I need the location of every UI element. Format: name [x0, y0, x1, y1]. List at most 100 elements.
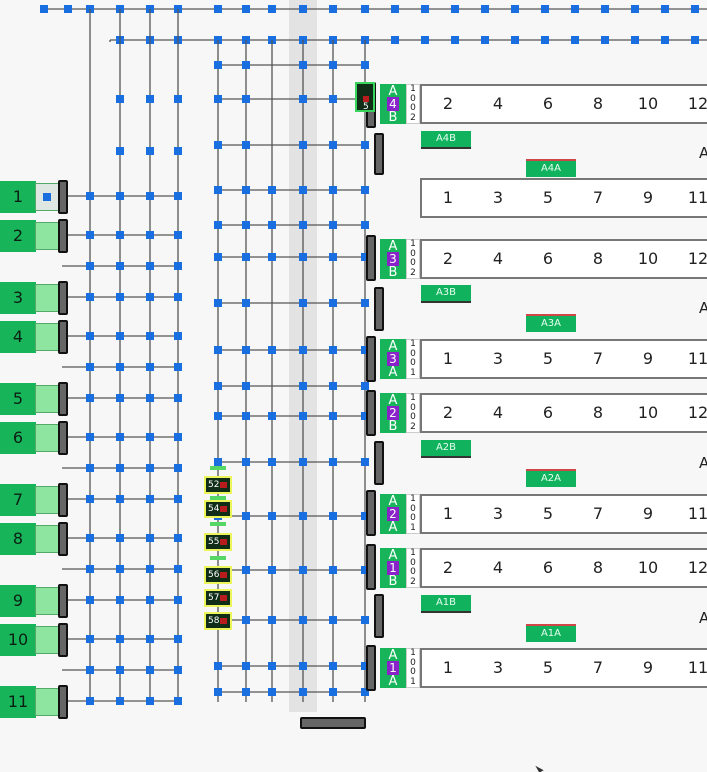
track-node[interactable]	[116, 231, 124, 239]
track-node[interactable]	[146, 394, 154, 402]
track-node[interactable]	[174, 433, 182, 441]
track-node[interactable]	[86, 495, 94, 503]
track-node[interactable]	[571, 5, 579, 13]
track-node[interactable]	[214, 253, 222, 261]
bin-56[interactable]: 56	[204, 566, 232, 584]
track-node[interactable]	[116, 332, 124, 340]
track-node[interactable]	[299, 346, 307, 354]
track-node[interactable]	[361, 566, 369, 574]
track-node[interactable]	[214, 458, 222, 466]
track-node[interactable]	[174, 147, 182, 155]
track-node[interactable]	[691, 5, 699, 13]
track-node[interactable]	[40, 5, 48, 13]
bin-58[interactable]: 58	[204, 612, 232, 630]
dock-station-6[interactable]: 6	[0, 422, 60, 454]
track-node[interactable]	[86, 596, 94, 604]
track-node[interactable]	[116, 95, 124, 103]
track-node[interactable]	[329, 253, 337, 261]
track-node[interactable]	[268, 688, 276, 696]
track-node[interactable]	[116, 192, 124, 200]
track-node[interactable]	[174, 666, 182, 674]
track-node[interactable]	[116, 635, 124, 643]
track-node[interactable]	[174, 95, 182, 103]
track-node[interactable]	[116, 147, 124, 155]
track-node[interactable]	[86, 363, 94, 371]
track-node[interactable]	[86, 666, 94, 674]
track-node[interactable]	[329, 299, 337, 307]
track-node[interactable]	[174, 231, 182, 239]
track-node[interactable]	[511, 5, 519, 13]
track-node[interactable]	[299, 95, 307, 103]
track-node[interactable]	[174, 332, 182, 340]
track-node[interactable]	[242, 688, 250, 696]
track-node[interactable]	[268, 616, 276, 624]
track-node[interactable]	[242, 221, 250, 229]
track-node[interactable]	[146, 332, 154, 340]
track-node[interactable]	[481, 5, 489, 13]
track-node[interactable]	[421, 5, 429, 13]
track-node[interactable]	[116, 565, 124, 573]
rack-row-a2b[interactable]: 2 4 6 8 10 12	[420, 393, 707, 433]
track-node[interactable]	[268, 346, 276, 354]
track-node[interactable]	[146, 565, 154, 573]
track-node[interactable]	[541, 36, 549, 44]
dock-station-2[interactable]: 2	[0, 220, 60, 252]
track-node[interactable]	[86, 394, 94, 402]
rack-row-a3a[interactable]: 1 3 5 7 9 11	[420, 339, 707, 379]
track-node[interactable]	[329, 5, 337, 13]
track-node[interactable]	[329, 346, 337, 354]
track-node[interactable]	[451, 5, 459, 13]
track-node[interactable]	[242, 299, 250, 307]
rack-row-a3b[interactable]: 2 4 6 8 10 12	[420, 239, 707, 279]
track-node[interactable]	[329, 662, 337, 670]
track-node[interactable]	[541, 5, 549, 13]
track-node[interactable]	[329, 221, 337, 229]
track-node[interactable]	[116, 394, 124, 402]
track-node[interactable]	[146, 534, 154, 542]
track-node[interactable]	[268, 662, 276, 670]
track-node[interactable]	[146, 666, 154, 674]
aisle-tag-a3b[interactable]: A3B	[421, 285, 471, 303]
track-node[interactable]	[631, 5, 639, 13]
track-node[interactable]	[361, 382, 369, 390]
track-node[interactable]	[242, 141, 250, 149]
aisle-tag-a4a[interactable]: A4A	[526, 159, 576, 177]
dock-station-7[interactable]: 7	[0, 484, 60, 516]
rack-row-a4b[interactable]: 2 4 6 8 10 12	[420, 84, 707, 124]
track-node[interactable]	[299, 299, 307, 307]
track-node[interactable]	[299, 412, 307, 420]
track-node[interactable]	[174, 565, 182, 573]
track-node[interactable]	[116, 495, 124, 503]
track-node[interactable]	[116, 666, 124, 674]
bin-55[interactable]: 55	[204, 533, 232, 551]
track-node[interactable]	[214, 412, 222, 420]
dock-station-8[interactable]: 8	[0, 523, 60, 555]
track-node[interactable]	[361, 512, 369, 520]
bottom-handle[interactable]	[300, 717, 366, 729]
track-node[interactable]	[86, 433, 94, 441]
dock-station-4[interactable]: 4	[0, 321, 60, 353]
track-node[interactable]	[329, 616, 337, 624]
track-node[interactable]	[146, 596, 154, 604]
track-node[interactable]	[329, 61, 337, 69]
track-node[interactable]	[268, 253, 276, 261]
track-node[interactable]	[116, 363, 124, 371]
track-node[interactable]	[361, 221, 369, 229]
track-node[interactable]	[601, 5, 609, 13]
dock-station-3[interactable]: 3	[0, 282, 60, 314]
track-node[interactable]	[391, 36, 399, 44]
track-node[interactable]	[116, 464, 124, 472]
track-node[interactable]	[146, 95, 154, 103]
track-node[interactable]	[361, 253, 369, 261]
track-node[interactable]	[146, 697, 154, 705]
track-node[interactable]	[174, 262, 182, 270]
track-node[interactable]	[661, 36, 669, 44]
track-node[interactable]	[146, 147, 154, 155]
track-node[interactable]	[146, 495, 154, 503]
track-node[interactable]	[329, 141, 337, 149]
track-node[interactable]	[86, 697, 94, 705]
track-node[interactable]	[361, 5, 369, 13]
track-node[interactable]	[86, 293, 94, 301]
track-node[interactable]	[601, 36, 609, 44]
track-node[interactable]	[268, 221, 276, 229]
